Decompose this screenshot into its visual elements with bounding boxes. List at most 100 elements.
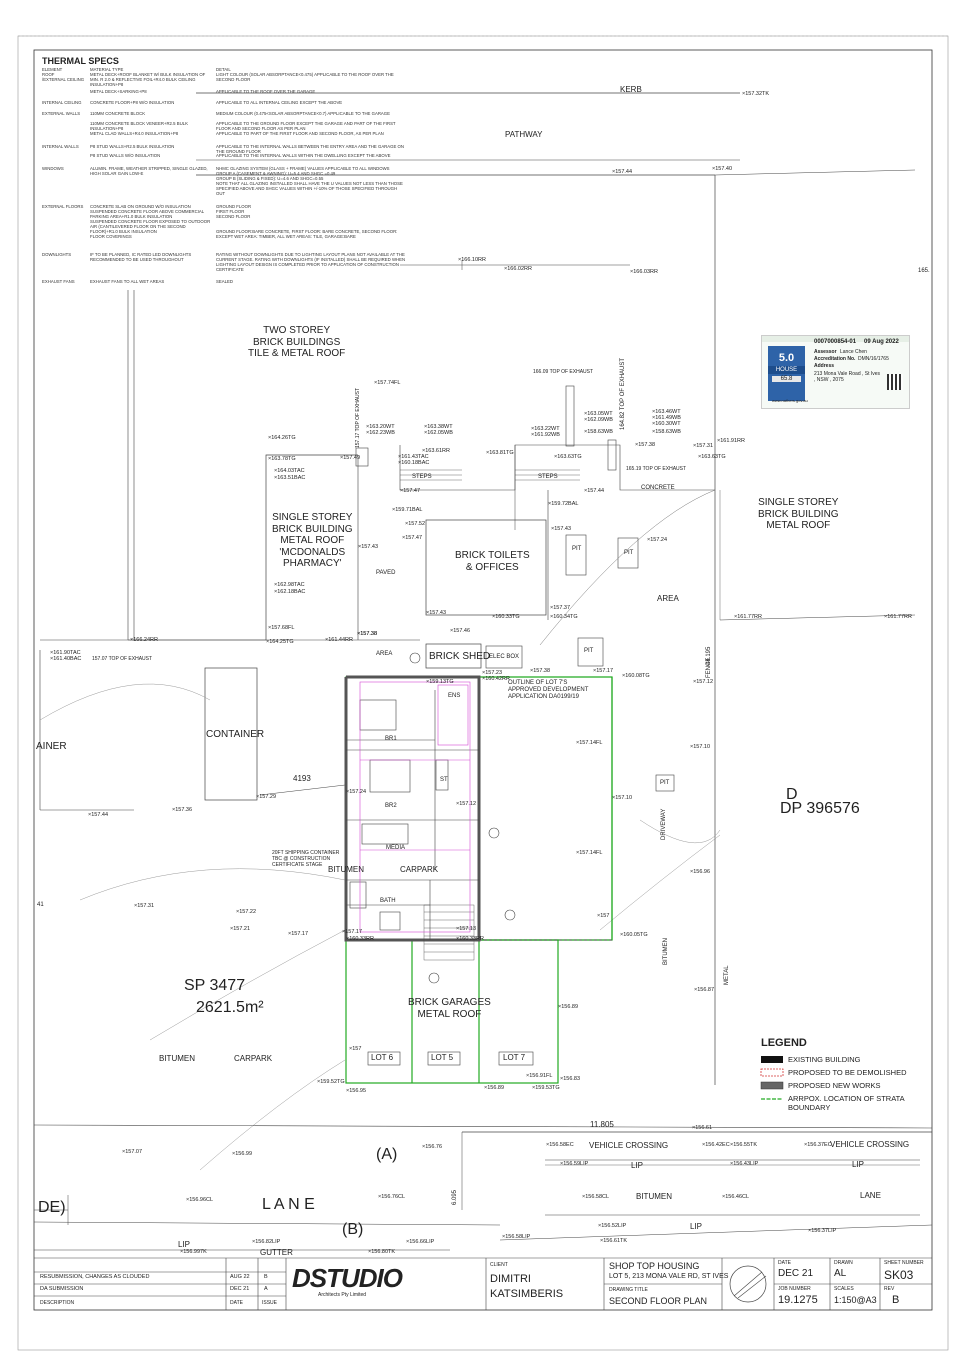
spot-level: ×156.58EC [546, 1142, 574, 1148]
plan-label-lot6: LOT 6 [371, 1053, 394, 1062]
plan-label-media: MEDIA [386, 845, 406, 851]
spot-level: ×159.53TG [532, 1085, 560, 1091]
spot-level: ×161.43TAC [398, 454, 429, 460]
spot-level: ×157.31 [693, 443, 714, 449]
spec-detail: APPLICABLE TO ALL INTERNAL CEILING EXCEP… [216, 100, 343, 105]
spec-detail: APPLICABLE TO THE GROUND FLOOR EXCEPT TH… [216, 121, 396, 136]
plan-label-ainer: AINER [36, 741, 67, 752]
spot-level: ×162.09WB [584, 417, 613, 423]
legend-title: LEGEND [761, 1037, 807, 1049]
plan-label-top-exhaust3: 164.82 TOP OF EXHAUST [620, 357, 626, 430]
plan-label-b-marker: (B) [342, 1221, 364, 1238]
spot-level: ×156.89 [558, 1004, 579, 1010]
plan-label-dim-11805: 11.805 [590, 1120, 614, 1129]
spot-level: ×157.24 [647, 537, 668, 543]
spec-detail: APPLICABLE TO THE ROOF OVER THE GARAGE [216, 89, 316, 94]
plan-label-outline: OUTLINE OF LOT 7'S APPROVED DEVELOPMENT … [508, 680, 589, 700]
plan-label-br1: BR1 [385, 736, 397, 742]
sheet-label: SHEET NUMBER [884, 1260, 924, 1266]
date-value: DEC 21 [778, 1268, 814, 1279]
assessor-name: Lance Chen [840, 349, 867, 355]
plan-label-container: CONTAINER [206, 729, 265, 740]
accreditation-number: DMN/16/1765 [858, 356, 889, 362]
spot-level: ×157.44 [584, 488, 605, 494]
spot-level: ×163.20WT [366, 424, 395, 430]
spot-level: ×156.46CL [722, 1194, 750, 1200]
revision-description: DA SUBMISSION [40, 1286, 84, 1292]
spec-detail: DETAIL LIGHT COLOUR (SOLAR ABSORPTANCE<0… [216, 67, 394, 82]
spec-element: EXTERNAL WALLS [42, 111, 81, 116]
spot-level: ×159.13TG [426, 679, 454, 685]
scales-label: SCALES [834, 1286, 854, 1292]
plan-label-st: ST [440, 777, 448, 783]
spot-level: ×156.59LIP [560, 1161, 589, 1167]
project-address: LOT 5, 213 MONA VALE RD, ST IVES [609, 1273, 729, 1280]
spot-level: ×157.47 [400, 488, 421, 494]
spot-level: ×156.91FL [526, 1073, 553, 1079]
spec-element: WINDOWS [42, 166, 64, 171]
spot-level: ×156.37LIP [808, 1228, 837, 1234]
spot-level: ×157.47 [402, 535, 423, 541]
spec-material: CONCRETE FLOOR+P8 W/O INSULATION [90, 100, 175, 105]
plan-label-lane-de: DE) [38, 1199, 66, 1216]
spot-level: ×160.18BAC [398, 460, 430, 466]
plan-label-lip1: LIP [631, 1161, 644, 1170]
plan-label-bitumen3: BITUMEN [636, 1192, 672, 1201]
spot-level: ×157.21 [230, 926, 251, 932]
plan-label-driveway: DRIVEWAY [661, 808, 667, 840]
drawn-label: DRAWN [834, 1260, 853, 1266]
spot-level: ×157.38 [635, 442, 656, 448]
revision-date-header: DATE [230, 1300, 243, 1306]
revision-date: AUG 22 [230, 1274, 250, 1280]
studio-logo: DSTUDIO [292, 1263, 403, 1293]
plan-label-carpark2: CARPARK [234, 1054, 273, 1063]
spot-level: ×156.997K [180, 1249, 207, 1255]
revision-issue: B [264, 1274, 268, 1280]
cert-address: 213 Mona Vale Road , St Ives , NSW , 207… [814, 371, 881, 383]
spot-level: ×160.34TG [550, 614, 578, 620]
spot-level: ×160.08TG [622, 673, 650, 679]
plan-label-garages: BRICK GARAGES METAL ROOF [408, 997, 491, 1020]
spot-level: ×166.24RR [130, 637, 158, 643]
spot-level: ×157.49 [340, 455, 361, 461]
spec-material: P8 STUD WALLS W/O INSULATION [90, 153, 161, 158]
spot-level: ×156.42EC [702, 1142, 730, 1148]
spot-level: ×156.66LIP [406, 1239, 435, 1245]
plan-label-area1: AREA [376, 651, 393, 657]
spot-level: ×157 [597, 913, 610, 919]
spot-level: ×161.44RR [325, 637, 353, 643]
plan-label-pathway: PATHWAY [505, 130, 543, 139]
spot-level: ×156.37EC [804, 1142, 832, 1148]
spec-detail: GROUND FLOOR FIRST FLOOR SECOND FLOOR GR… [216, 204, 398, 239]
plan-label-steps1: STEPS [412, 474, 432, 480]
spot-level: ×163.05WT [584, 411, 613, 417]
spot-level: ×162.18BAC [274, 589, 306, 595]
spot-level: ×157 [349, 1046, 362, 1052]
spot-level: ×156.89 [484, 1085, 505, 1091]
address-label: Address [814, 363, 835, 369]
spot-level: ×166.03RR [630, 269, 658, 275]
spot-level: ×157.32TK [742, 91, 770, 97]
spot-level: ×157.29 [256, 794, 277, 800]
spot-level: ×161.77RR [734, 614, 762, 620]
spot-level: ×157.74FL [374, 380, 401, 386]
spot-level: ×163.22WT [531, 426, 560, 432]
sheet-number: SK03 [884, 1268, 914, 1282]
nathers-certificate: 0007000854-01 09 Aug 2022 5.0 HOUSE 65.8… [761, 335, 910, 409]
spot-level: ×157.31 [134, 903, 155, 909]
spec-element: EXTERNAL FLOORS [42, 204, 84, 209]
plan-label-lip4: LIP [178, 1240, 191, 1249]
assessor-label: Assessor [814, 349, 837, 355]
spot-level: ×160.33RR [456, 936, 484, 942]
plan-label-top-exhaust-5: 157.17 TOP OF EXHAUST [355, 387, 361, 448]
spot-level: ×156.80TK [368, 1249, 396, 1255]
drawing-title: SECOND FLOOR PLAN [609, 1296, 708, 1306]
revision-date: DEC 21 [230, 1286, 250, 1292]
plan-label-lane: L A N E [262, 1196, 315, 1213]
spec-material: ALUMIN. FRAME, WEATHER STRIPPED, SINGLE … [90, 166, 208, 176]
spec-detail: SEALED [216, 279, 233, 284]
spec-detail: NHMC GLAZING SYSTEM (GLASS + FRAME) VALU… [216, 166, 403, 196]
spot-level: ×163.78TG [268, 456, 296, 462]
rev-value: B [892, 1294, 900, 1306]
spot-level: ×159.52TG [317, 1079, 345, 1085]
